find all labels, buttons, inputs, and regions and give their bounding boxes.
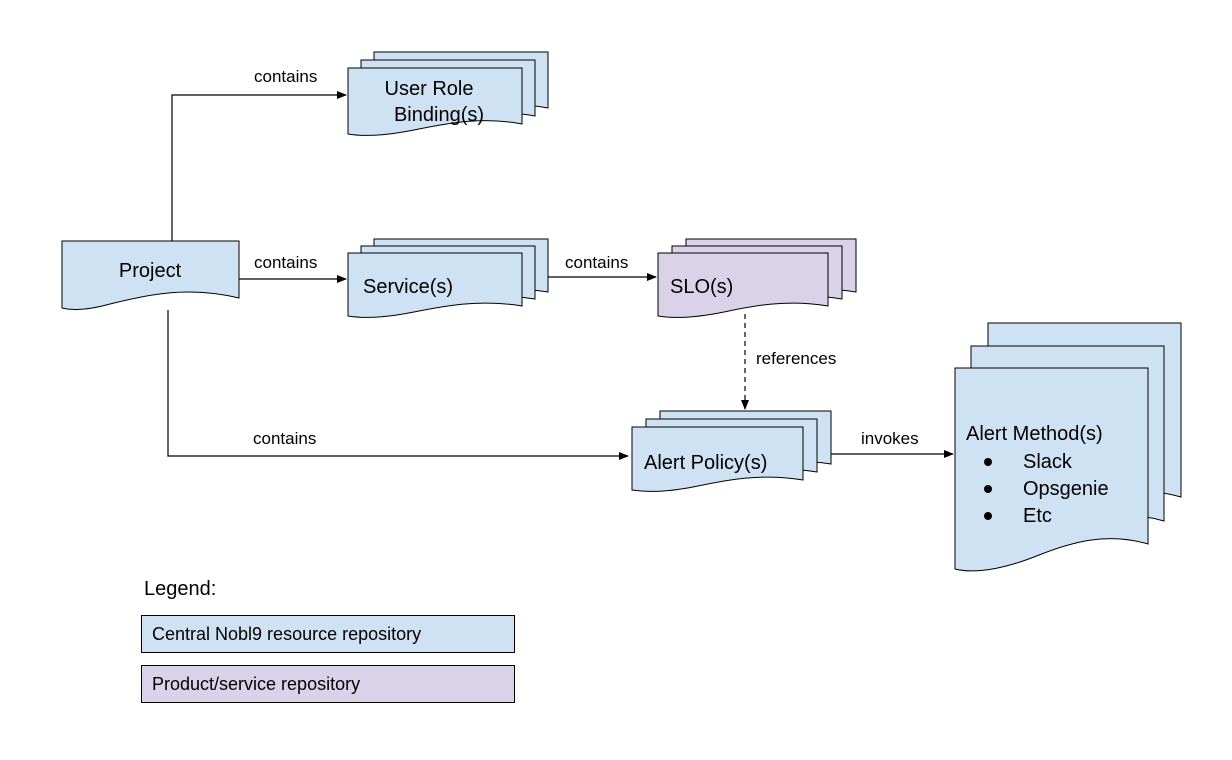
legend-title: Legend: [144, 578, 217, 600]
connectors [167, 91, 954, 460]
legend-product: Product/service repository [141, 665, 515, 703]
node-user-role-binding-line2: Binding(s) [394, 104, 484, 126]
edge-label-references: references [756, 349, 836, 368]
node-project: Project [61, 240, 240, 310]
edge-project-to-user-role-binding [171, 91, 347, 241]
node-services: Service(s) [347, 238, 549, 318]
node-slos-label: SLO(s) [670, 276, 733, 298]
edge-label-contains-alert-policy: contains [253, 429, 316, 448]
alert-method-item-opsgenie: Opsgenie [1023, 478, 1109, 500]
edge-label-contains-urb: contains [254, 67, 317, 86]
node-alert-policies: Alert Policy(s) [631, 410, 832, 492]
bullet-slack [984, 458, 992, 466]
node-project-label: Project [119, 260, 182, 282]
alert-method-item-slack: Slack [1023, 451, 1073, 473]
node-alert-methods-title: Alert Method(s) [966, 423, 1103, 445]
bullet-opsgenie [984, 485, 992, 493]
edge-label-invokes: invokes [861, 429, 919, 448]
alert-method-item-etc: Etc [1023, 505, 1052, 527]
node-alert-methods: Alert Method(s) Slack Opsgenie Etc [954, 322, 1182, 572]
edge-label-contains-service: contains [254, 253, 317, 272]
node-alert-policies-label: Alert Policy(s) [644, 452, 767, 474]
edge-label-contains-slo: contains [565, 253, 628, 272]
node-user-role-binding-line1: User Role [385, 78, 474, 100]
node-services-label: Service(s) [363, 276, 453, 298]
node-slos: SLO(s) [657, 238, 857, 318]
node-user-role-binding: User Role Binding(s) [347, 51, 549, 136]
edge-project-to-alert-policy [167, 310, 629, 460]
bullet-etc [984, 512, 992, 520]
legend-central: Central Nobl9 resource repository [141, 615, 515, 653]
